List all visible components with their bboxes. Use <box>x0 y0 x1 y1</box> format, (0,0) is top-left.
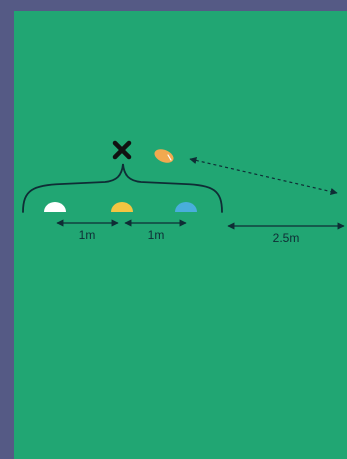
cone-yellow <box>111 202 133 212</box>
rugby-ball-icon <box>154 149 174 163</box>
x-marker-icon <box>112 140 132 160</box>
top-frame-bar <box>0 0 347 11</box>
left-frame-bar <box>0 0 14 459</box>
label-gap-left: 1m <box>79 228 96 242</box>
pitch-field <box>14 11 347 459</box>
label-gap-outer: 2.5m <box>273 231 300 245</box>
grouping-brace <box>22 163 223 213</box>
cone-white <box>44 202 66 212</box>
pass-arrow <box>189 156 338 196</box>
label-gap-right: 1m <box>148 228 165 242</box>
cone-blue <box>175 202 197 212</box>
